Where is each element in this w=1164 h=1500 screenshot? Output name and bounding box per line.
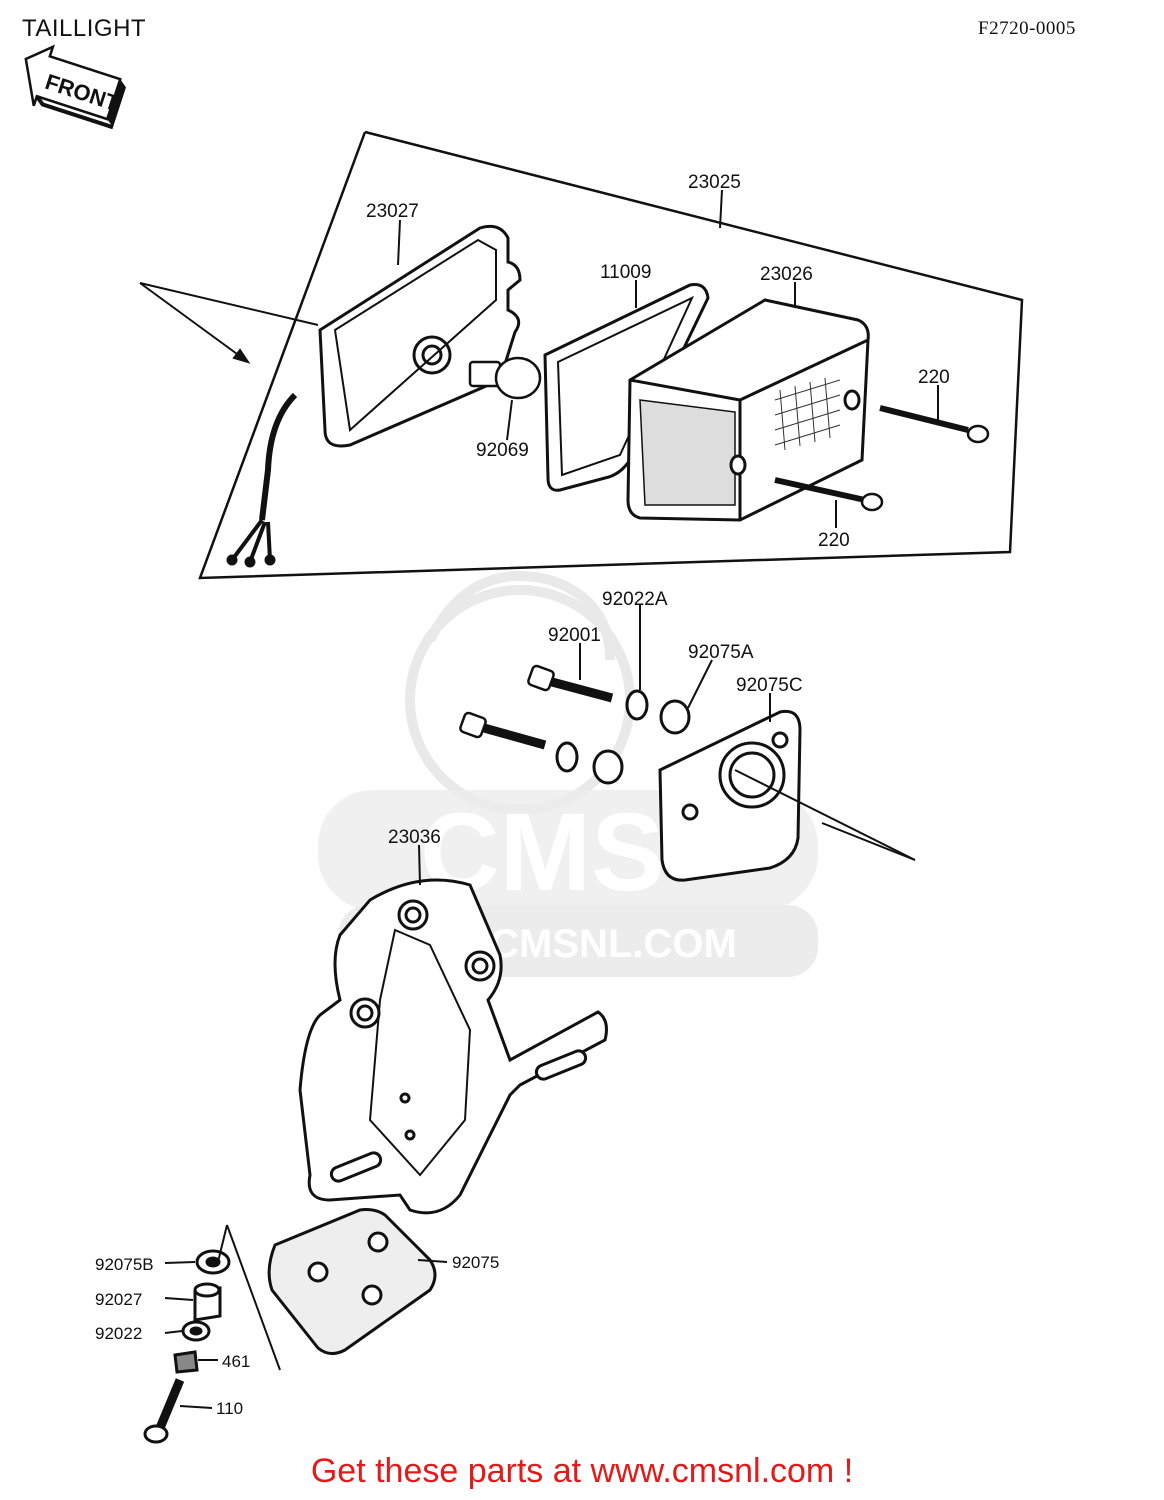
label-23026: 23026 [760, 264, 813, 285]
label-23036: 23036 [388, 827, 441, 848]
part-92069-bulb [468, 356, 542, 400]
reference-arrows-right [734, 769, 916, 861]
label-92027: 92027 [95, 1290, 142, 1309]
reference-arrows-left [139, 282, 319, 364]
part-23026-lens [626, 298, 870, 522]
label-110: 110 [216, 1399, 243, 1418]
part-labels: 23025 23027 11009 23026 220 92069 220 92… [95, 172, 950, 1418]
hardware-stack-left [143, 1249, 231, 1444]
part-92022A-washers [555, 689, 649, 773]
label-23027: 23027 [366, 201, 419, 222]
label-92022: 92022 [95, 1324, 142, 1343]
diagram-title: TAILLIGHT [22, 15, 147, 42]
label-220-top: 220 [918, 367, 950, 388]
hardware-bracket-lines [217, 1224, 281, 1371]
label-461: 461 [222, 1352, 250, 1371]
leader-lines [164, 189, 939, 1409]
front-arrow: FRONT [24, 44, 126, 130]
assembly-outline [198, 130, 1024, 580]
part-92075-damper-plate [267, 1208, 437, 1355]
diagram-code: F2720-0005 [978, 18, 1076, 39]
part-220-screws [774, 405, 990, 512]
part-23036-bracket [298, 878, 608, 1215]
label-23025: 23025 [688, 172, 741, 193]
label-92022A: 92022A [602, 589, 668, 610]
part-23027-base [226, 224, 522, 568]
label-220-bottom: 220 [818, 530, 850, 551]
label-92075A: 92075A [688, 642, 754, 663]
part-92075C-damper [658, 709, 802, 882]
footer-link-text[interactable]: Get these parts at www.cmsnl.com ! [310, 1452, 854, 1490]
part-92001-bolts [459, 664, 614, 750]
label-11009: 11009 [600, 262, 651, 283]
part-11009-gasket [543, 283, 710, 492]
label-92075: 92075 [452, 1253, 499, 1272]
label-92075C: 92075C [736, 675, 803, 696]
label-92001: 92001 [548, 625, 601, 646]
label-92075B: 92075B [95, 1255, 154, 1274]
part-92075A-collars [592, 699, 691, 785]
label-92069: 92069 [476, 440, 529, 461]
